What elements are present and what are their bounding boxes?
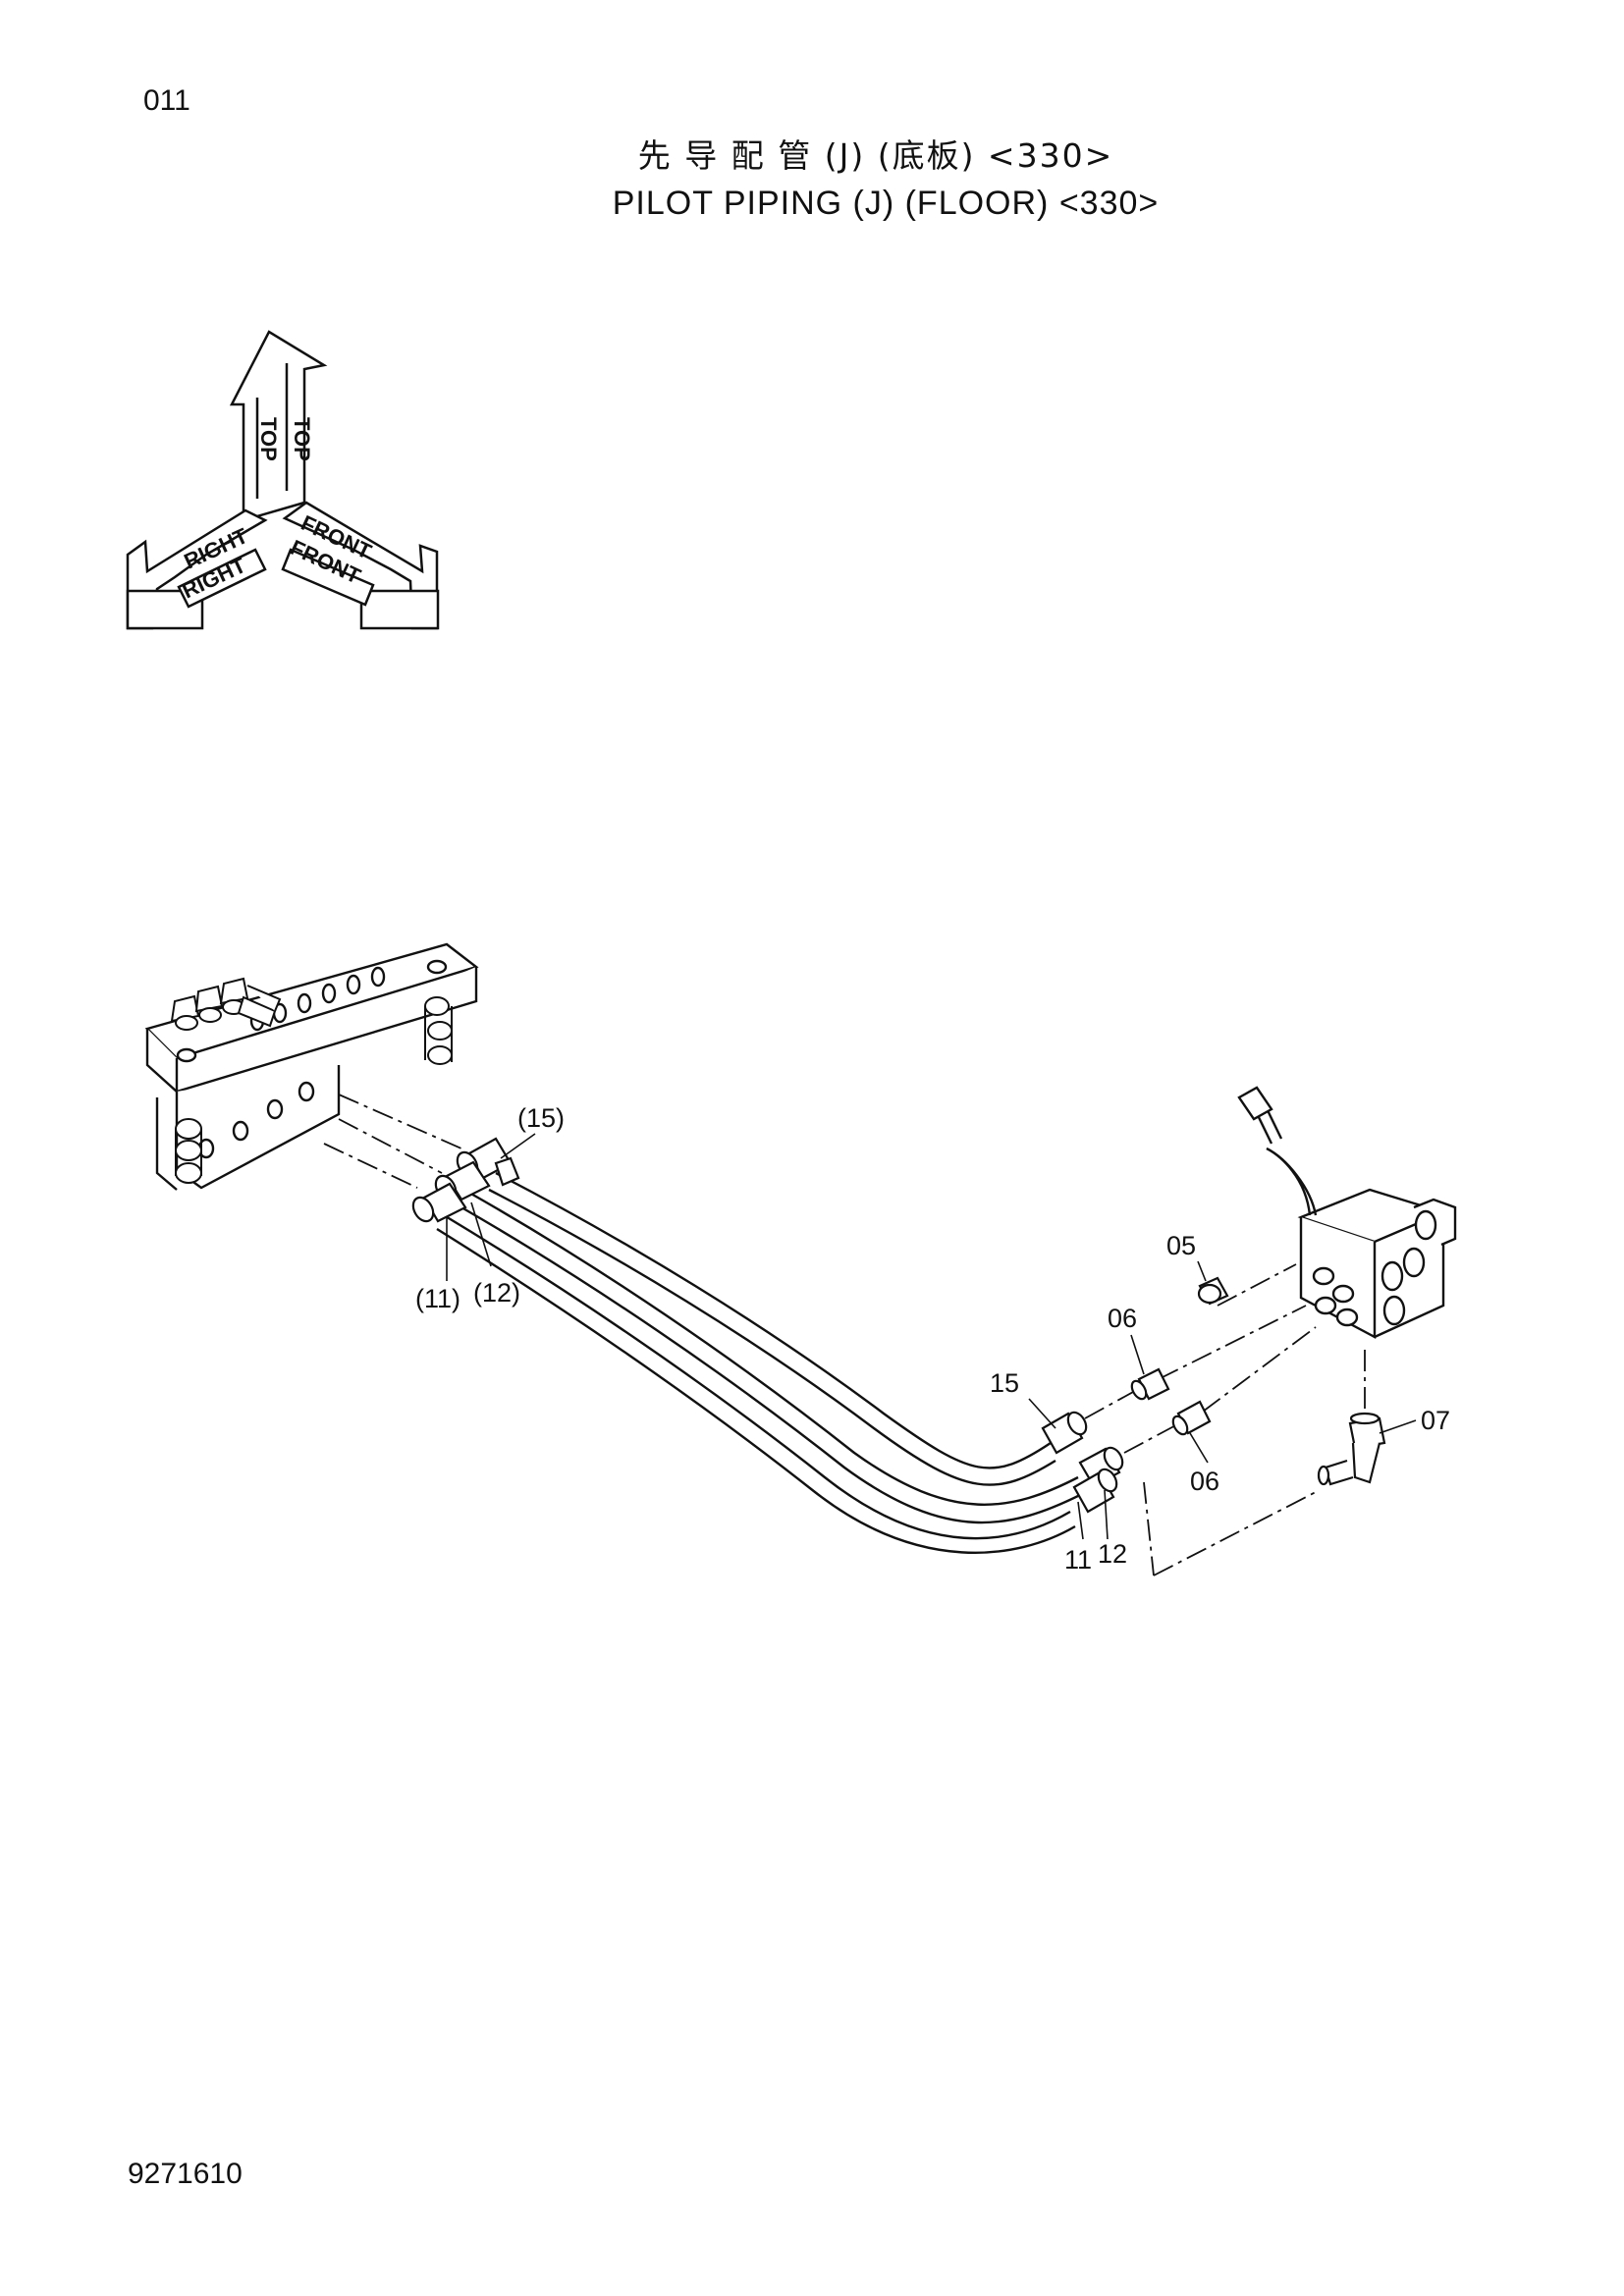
callout-12: 12 xyxy=(1098,1539,1127,1569)
callout-11-ref: (11) xyxy=(415,1284,460,1313)
top-label: TOP xyxy=(256,417,281,461)
callout-06-upper: 06 xyxy=(1108,1304,1137,1333)
callout-12-ref: (12) xyxy=(473,1278,520,1308)
pressure-switch-block xyxy=(1237,1086,1457,1339)
orientation-base-right xyxy=(359,589,440,630)
callout-15-ref: (15) xyxy=(517,1103,565,1133)
pilot-valve-bracket xyxy=(144,942,479,1191)
callout-06-lower: 06 xyxy=(1190,1467,1219,1496)
plug-05 xyxy=(1197,1276,1229,1306)
elbow-fitting-07 xyxy=(1317,1412,1386,1486)
page-title-english: PILOT PIPING (J) (FLOOR) <330> xyxy=(612,185,1160,222)
hose-12 xyxy=(468,1191,1079,1506)
page-number: 011 xyxy=(143,84,190,117)
hose-11 xyxy=(443,1213,1071,1540)
hose-center-lines xyxy=(323,1094,462,1189)
callout-07: 07 xyxy=(1421,1406,1450,1435)
hose-15 xyxy=(495,1171,1052,1469)
hose-end-fittings-lower xyxy=(1041,1411,1124,1514)
title-block: 先 导 配 管 (J) (底板) <330> PILOT PIPING (J) … xyxy=(0,130,1624,223)
callout-05: 05 xyxy=(1166,1231,1196,1260)
top-label-mirrored: TOP xyxy=(290,417,314,461)
page-title-chinese: 先 导 配 管 (J) (底板) <330> xyxy=(637,136,1114,175)
pilot-hoses xyxy=(436,1171,1083,1555)
adapter-06 xyxy=(1130,1367,1212,1436)
drawing-number: 9271610 xyxy=(128,2158,243,2190)
callout-11: 11 xyxy=(1064,1545,1092,1575)
orientation-indicator xyxy=(126,330,440,630)
top-arrow-icon xyxy=(229,330,328,522)
callout-leaders xyxy=(446,1133,1417,1540)
hose-end-fittings-upper xyxy=(411,1137,520,1223)
callout-15: 15 xyxy=(990,1368,1019,1398)
